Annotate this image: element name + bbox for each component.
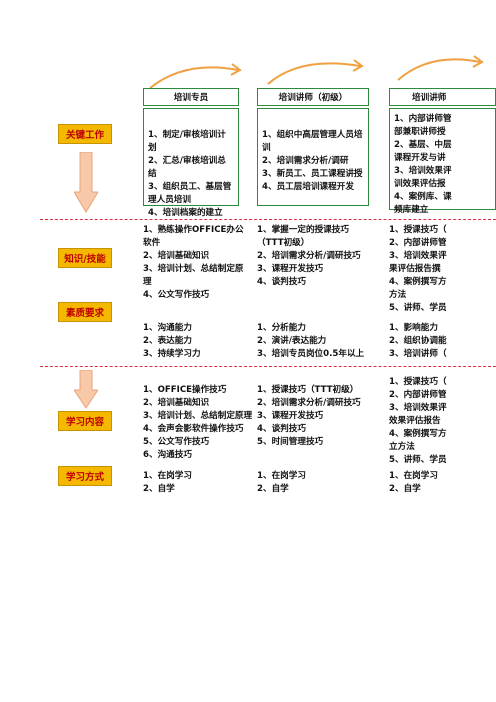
curved-arrow-1	[149, 66, 239, 89]
row-label-quality: 素质要求	[58, 302, 112, 322]
curved-arrow-3	[397, 58, 481, 81]
learning-cell-3: 1、授课技巧（ 2、内部讲师管 3、培训效果评 效果评估报告 4、案例撰写方 立…	[389, 377, 447, 465]
column-title-2: 培训讲师（初级）	[257, 88, 369, 106]
down-arrow-1	[74, 152, 98, 213]
method-cell-1: 1、在岗学习 2、自学	[143, 471, 192, 494]
divider-2	[40, 366, 496, 367]
curved-arrow-2	[267, 62, 361, 85]
row-label-learning-content: 学习内容	[58, 411, 112, 431]
knowledge-cell-3: 1、授课技巧（ 2、内部讲师管 3、培训效果评 果评估报告撰 4、案例撰写方 方…	[389, 225, 447, 313]
knowledge-cell-2: 1、掌握一定的授课技巧 （TTT初级） 2、培训需求分析/调研技巧 3、课程开发…	[257, 225, 361, 287]
key-work-cell-1: 1、制定/审核培训计划 2、汇总/审核培训总结 3、组织员工、基层管理人员培训 …	[143, 108, 239, 218]
column-title-3: 培训讲师	[389, 88, 496, 106]
row-label-key-work: 关键工作	[58, 124, 112, 144]
key-work-cell-2: 1、组织中高层管理人员培训 2、培训需求分析/调研 3、新员工、员工课程讲授 4…	[257, 108, 369, 206]
method-cell-2: 1、在岗学习 2、自学	[257, 471, 306, 494]
method-cell-3: 1、在岗学习 2、自学	[389, 471, 438, 494]
quality-cell-2: 1、分析能力 2、演讲/表达能力 3、培训专员岗位0.5年以上	[257, 323, 365, 359]
row-label-learning-method: 学习方式	[58, 466, 112, 486]
column-title-1: 培训专员	[143, 88, 239, 106]
row-label-knowledge: 知识/技能	[58, 248, 112, 268]
divider-1	[40, 219, 496, 220]
learning-cell-2: 1、授课技巧（TTT初级） 2、培训需求分析/调研技巧 3、课程开发技巧 4、谈…	[257, 385, 361, 447]
quality-cell-1: 1、沟通能力 2、表达能力 3、持续学习力	[143, 323, 201, 359]
curved-arrows	[149, 55, 484, 89]
learning-cell-1: 1、OFFICE操作技巧 2、培训基础知识 3、培训计划、总结制定原理 4、会声…	[143, 385, 253, 460]
quality-cell-3: 1、影响能力 2、组织协调能 3、培训讲师（	[389, 323, 447, 359]
down-arrow-2	[74, 370, 98, 409]
knowledge-cell-1: 1、熟练操作OFFICE办公软件 2、培训基础知识 3、培训计划、总结制定原理 …	[143, 225, 244, 300]
key-work-cell-3: 1、内部讲师管 部兼职讲师授 2、基层、中层 课程开发与讲 3、培训效果评 训效…	[389, 108, 496, 215]
